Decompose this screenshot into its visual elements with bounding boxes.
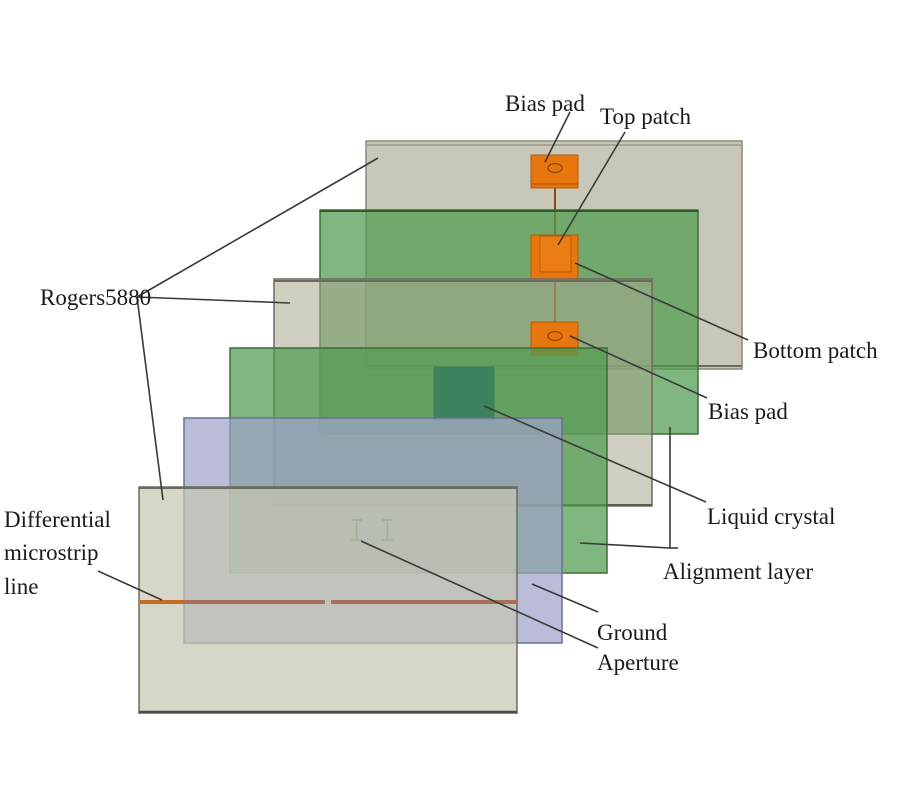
leader-liquid-crystal [483, 405, 707, 503]
leader-bias-pad-bottom [569, 335, 708, 399]
top-patch [530, 234, 579, 282]
label-rogers5880: Rogers5880 [40, 285, 151, 310]
leader-bias-pad-top [544, 111, 571, 163]
label-aperture: Aperture [597, 650, 679, 675]
label-liquid-crystal: Liquid crystal [707, 504, 835, 529]
leader-differential-line [97, 570, 163, 601]
leader-rogers-bottom [136, 296, 164, 501]
leader-rogers-middle [136, 296, 291, 304]
label-differential-2: microstrip [4, 540, 99, 565]
label-differential-3: line [4, 574, 39, 599]
label-ground: Ground [597, 620, 668, 645]
label-top-patch: Top patch [600, 104, 692, 129]
top-bias-pad [530, 154, 579, 189]
leader-lines [97, 111, 749, 649]
leader-ground [531, 583, 599, 613]
leader-bottom-patch [574, 262, 749, 341]
leader-aperture [360, 540, 599, 649]
leader-top-patch [557, 131, 626, 246]
label-differential-1: Differential [4, 507, 111, 532]
label-bias-pad-bottom: Bias pad [708, 399, 788, 424]
leader-rogers-top [136, 157, 379, 298]
label-bottom-patch: Bottom patch [753, 338, 878, 363]
label-alignment-layer: Alignment layer [663, 559, 813, 584]
label-bias-pad-top: Bias pad [505, 91, 585, 116]
